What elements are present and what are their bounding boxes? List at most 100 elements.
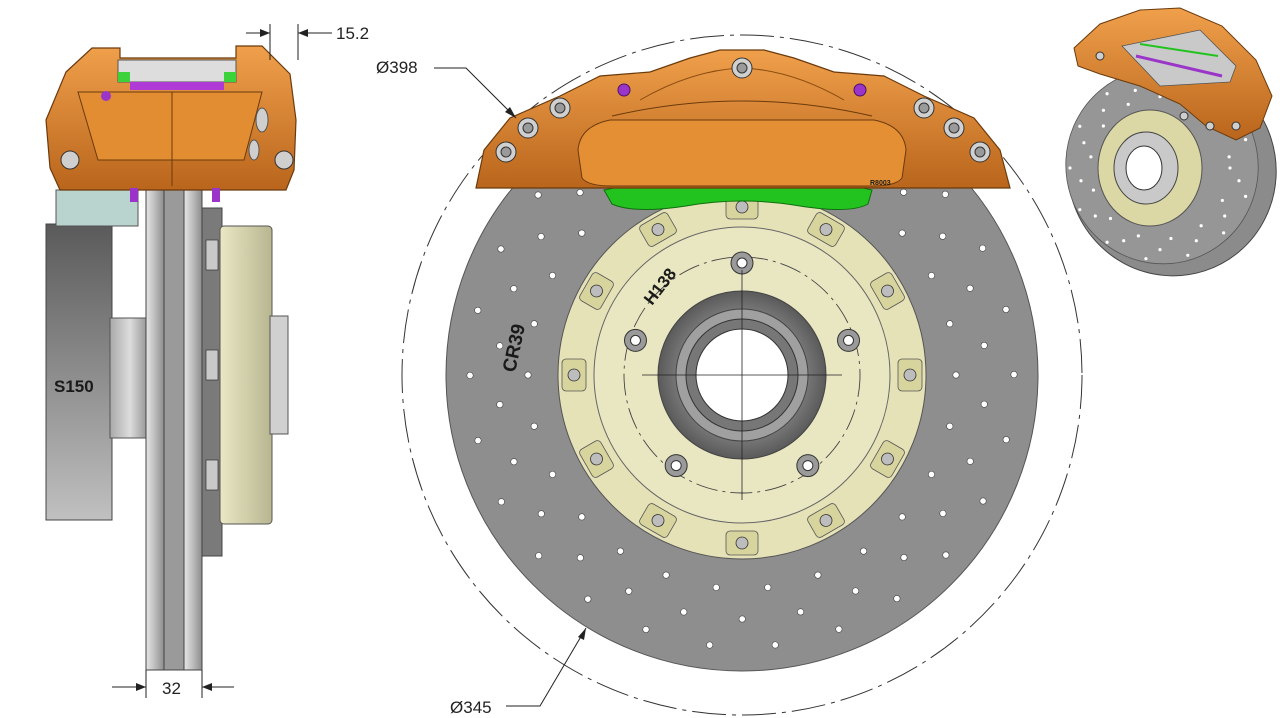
- drill-hole: [900, 188, 908, 196]
- drill-hole: [537, 510, 545, 518]
- drill-hole: [852, 587, 860, 595]
- drill-hole: [497, 245, 505, 253]
- hat-tab: [807, 212, 845, 247]
- drill-hole: [1002, 305, 1010, 313]
- drill-hole: [584, 595, 592, 603]
- drill-hole: [927, 272, 935, 280]
- side-view: S150: [45, 24, 369, 698]
- drill-hole: [898, 229, 906, 237]
- drill-hole: [946, 422, 954, 430]
- drill-hole: [642, 625, 650, 633]
- drill-hole: [534, 191, 542, 199]
- dimension-disc-diameter: Ø345: [450, 627, 587, 717]
- svg-text:Ø398: Ø398: [376, 58, 418, 77]
- drill-hole: [524, 371, 532, 379]
- hub-shaft: [109, 317, 151, 439]
- drill-hole: [898, 513, 906, 521]
- hat-tab: [579, 272, 614, 310]
- drill-hole: [939, 232, 947, 240]
- drill-hole: [1010, 371, 1018, 379]
- drill-hole: [738, 615, 746, 623]
- hat-tab: [561, 358, 587, 392]
- drill-hole: [496, 401, 504, 409]
- hat-tab: [897, 358, 923, 392]
- outer-diameter-value: 398: [389, 58, 417, 77]
- hat-tab: [725, 530, 759, 556]
- caliper-bolts: [495, 57, 991, 163]
- rotor-plate-inner: [183, 185, 203, 671]
- drill-hole: [712, 583, 720, 591]
- drill-hole: [474, 437, 482, 445]
- caliper-offset-value: 15.2: [336, 24, 369, 43]
- dimension-caliper-offset: 15.2: [246, 24, 369, 60]
- drill-hole: [942, 551, 950, 559]
- disc-diameter-value: 345: [463, 698, 491, 717]
- drill-hole: [496, 342, 504, 350]
- drill-hole: [1002, 436, 1010, 444]
- drill-hole: [549, 470, 557, 478]
- drill-hole: [549, 272, 557, 280]
- drill-hole: [893, 595, 901, 603]
- drill-hole: [771, 641, 779, 649]
- drill-hole: [474, 306, 482, 314]
- hat-tabs: [561, 194, 923, 556]
- drill-hole: [497, 498, 505, 506]
- bell-hat: [219, 225, 273, 525]
- rotor-vane: [163, 185, 185, 671]
- hat-tab: [807, 503, 845, 538]
- drill-hole: [939, 509, 947, 517]
- hub-block: [45, 223, 113, 521]
- drill-hole: [625, 587, 633, 595]
- dimension-outer-diameter: Ø398: [376, 58, 517, 119]
- drill-hole: [860, 547, 868, 555]
- mount-bracket: [55, 189, 139, 227]
- drill-hole: [576, 188, 584, 196]
- hat-tab: [579, 440, 614, 478]
- hat-tab: [870, 272, 905, 310]
- drill-hole: [510, 458, 518, 466]
- drill-hole: [510, 285, 518, 293]
- drill-hole: [616, 547, 624, 555]
- drill-hole: [966, 284, 974, 292]
- caliper-code: R8003: [870, 180, 891, 187]
- drill-hole: [835, 625, 843, 633]
- drill-hole: [946, 320, 954, 328]
- dimension-disc-width: 32: [112, 670, 234, 698]
- drill-hole: [530, 320, 538, 328]
- caliper-accent: [853, 83, 867, 97]
- side-label: S150: [54, 377, 94, 396]
- drill-hole: [530, 422, 538, 430]
- isometric-view: [1065, 7, 1277, 277]
- drill-hole: [797, 608, 805, 616]
- drill-hole: [979, 497, 987, 505]
- outer-diameter-circle: [401, 34, 1083, 716]
- hat-tab: [870, 440, 905, 478]
- drill-hole: [941, 190, 949, 198]
- drill-hole: [814, 571, 822, 579]
- drill-hole: [952, 371, 960, 379]
- drill-hole: [578, 513, 586, 521]
- drill-hole: [662, 571, 670, 579]
- drill-hole: [466, 371, 474, 379]
- hat-tab: [639, 503, 677, 538]
- drill-hole: [764, 583, 772, 591]
- hat-tab: [639, 212, 677, 247]
- svg-text:Ø345: Ø345: [450, 698, 492, 717]
- caliper-accent: [617, 83, 631, 97]
- front-view: CR39 H138 R8003 Ø398 Ø345: [376, 34, 1083, 717]
- drill-hole: [578, 229, 586, 237]
- drill-hole: [576, 554, 584, 562]
- drill-hole: [706, 641, 714, 649]
- drill-hole: [980, 341, 988, 349]
- hat-bolts-front: [623, 251, 861, 478]
- drill-hole: [900, 554, 908, 562]
- disc-width-value: 32: [162, 679, 181, 698]
- drill-hole: [537, 233, 545, 241]
- drill-hole: [979, 244, 987, 252]
- drill-hole: [980, 400, 988, 408]
- rotor-plate-outer: [145, 185, 165, 671]
- drill-hole: [927, 470, 935, 478]
- drill-hole: [966, 457, 974, 465]
- drill-hole: [535, 552, 543, 560]
